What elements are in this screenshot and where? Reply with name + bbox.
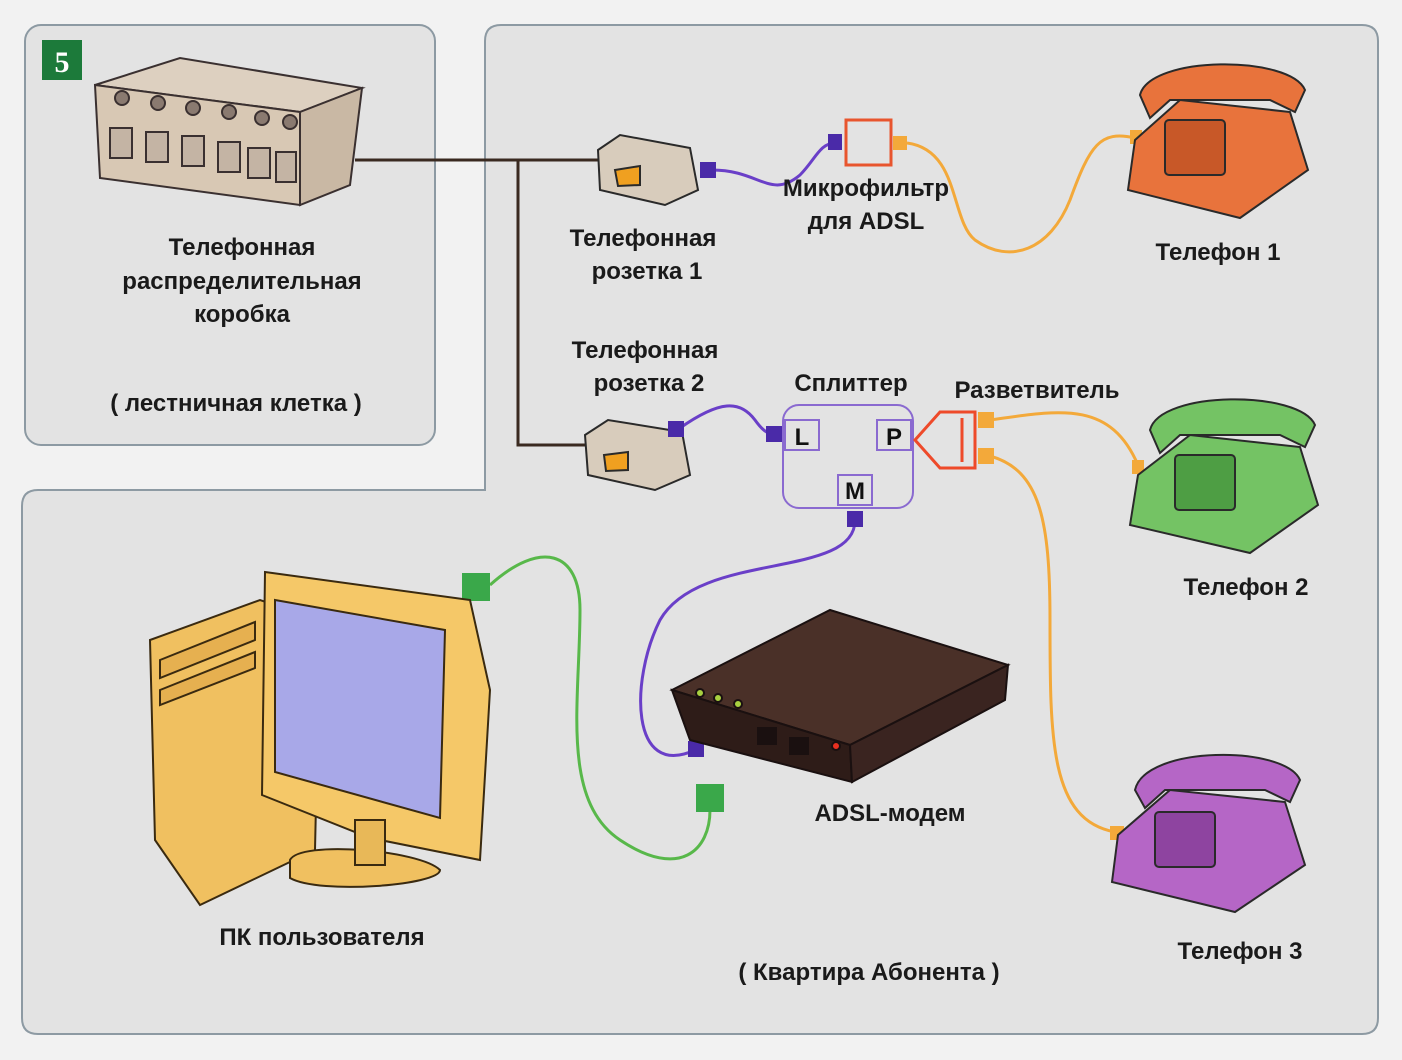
green-connector-modem <box>696 784 724 812</box>
branch-icon <box>912 410 977 470</box>
socket-2-label-1: Телефонная <box>572 337 719 364</box>
splitter-port-p-label: P <box>886 424 902 451</box>
socket-1-icon <box>596 133 700 207</box>
splitter-port-l[interactable] <box>784 419 820 451</box>
branch-label: Разветвитель <box>954 377 1119 404</box>
orange-cable <box>906 134 1140 834</box>
distribution-box-label-2: распределительная <box>122 268 361 295</box>
socket-1-label-1: Телефонная <box>570 225 717 252</box>
splitter-port-p[interactable] <box>876 419 912 451</box>
phone-3-label: Телефон 3 <box>1178 938 1303 965</box>
figure-number: 5 <box>55 46 70 79</box>
microfilter-label-2: для ADSL <box>808 208 924 235</box>
socket-2-label-2: розетка 2 <box>594 370 705 397</box>
microfilter-label-1: Микрофильтр <box>783 175 949 202</box>
splitter-port-m-label: M <box>845 478 865 505</box>
phone-1-label: Телефон 1 <box>1156 239 1281 266</box>
apartment-label: ( Квартира Абонента ) <box>738 959 999 986</box>
phone-2-icon <box>1128 398 1320 555</box>
pc-label: ПК пользователя <box>219 924 424 951</box>
phone-3-icon <box>1110 753 1307 914</box>
distribution-box-label-3: коробка <box>194 301 291 328</box>
microfilter-connector <box>893 136 907 150</box>
socket-2-icon <box>583 418 692 492</box>
green-cable <box>488 555 712 861</box>
figure-badge <box>42 40 82 80</box>
phone-1-icon <box>1126 63 1310 220</box>
distribution-box-icon <box>93 56 366 207</box>
modem-label: ADSL-модем <box>814 800 965 827</box>
phone-line <box>355 158 600 447</box>
splitter-icon <box>782 404 914 509</box>
adsl-modem-icon <box>669 608 1011 784</box>
splitter-port-m[interactable] <box>837 474 873 506</box>
pc-icon <box>148 570 492 907</box>
socket-1-label-2: розетка 1 <box>592 258 703 285</box>
green-connector-pc <box>462 573 490 601</box>
purple-connectors <box>668 134 863 757</box>
microfilter-icon <box>844 118 893 167</box>
stairwell-label: ( лестничная клетка ) <box>110 390 361 417</box>
splitter-port-l-label: L <box>795 424 810 451</box>
distribution-box-label-1: Телефонная <box>169 234 316 261</box>
phone-2-label: Телефон 2 <box>1184 574 1309 601</box>
splitter-label: Сплиттер <box>794 370 907 397</box>
